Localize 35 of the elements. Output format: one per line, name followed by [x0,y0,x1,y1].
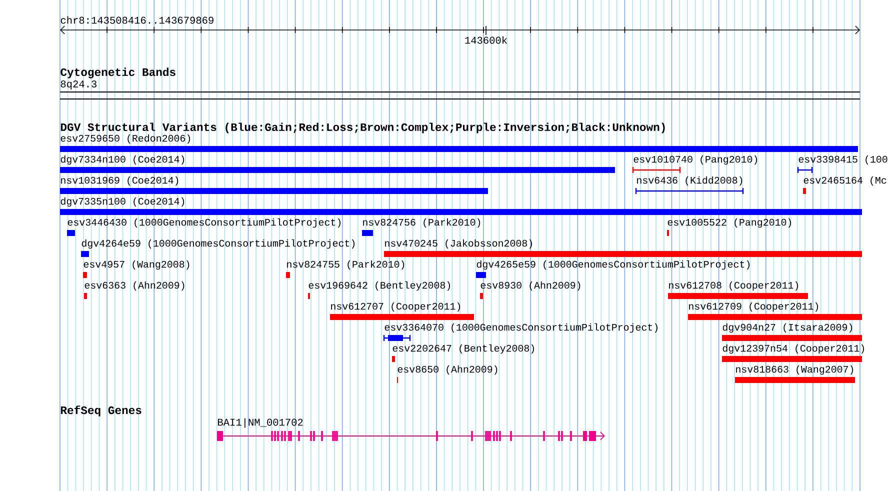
variant-label: dgv12397n54 (Cooper2011) [722,344,864,354]
variant-label: dgv4264e59 (1000GenomesConsortiumPilotProject) [82,239,354,249]
variant-label: esv1969642 (Bentley2008) [308,281,450,291]
track-heading: Cytogenetic Bands [60,68,176,78]
variant-label: dgv7335n100 (Coe2014) [60,197,184,207]
variant-label: nsv612709 (Cooper2011) [689,302,818,312]
variant-label: nsv1031969 (Coe2014) [61,176,178,186]
variant-label: esv2202647 (Bentley2008) [392,344,534,354]
track-heading: DGV Structural Variants (Blue:Gain;Red:Loss;Brown:Complex;Purple:Inversion;Black:Unknown) [60,122,665,134]
variant-label: esv2759650 (Redon2006) [60,134,190,144]
track-label: 8q24.3 [60,80,96,90]
variant-label: esv8650 (Ahn2009) [398,365,498,375]
variant-label: dgv904n27 (Itsara2009) [722,323,852,333]
variant-label: esv8930 (Ahn2009) [480,281,580,291]
variant-label: nsv824755 (Park2010) [287,260,404,270]
variant-label: dgv7334n100 (Coe2014) [60,155,184,165]
variant-label: esv1005522 (Pang2010) [668,218,792,228]
variant-label: esv6363 (Ahn2009) [84,281,184,291]
track-label: chr8:143508416..143679869 [60,16,214,24]
track-heading: RefSeq Genes [60,406,142,416]
variant-label: esv3364070 (1000GenomesConsortiumPilotProject) [384,323,658,333]
variant-label: dgv4265e59 (1000GenomesConsortiumPilotProject) [476,260,750,270]
variant-label: nsv612708 (Cooper2011) [669,281,798,291]
variant-label: nsv824756 (Park2010) [363,218,480,228]
track-label: BAI1|NM_001702 [218,418,303,428]
variant-label: nsv6436 (Kidd2008) [637,176,742,186]
variant-label: nsv818663 (Wang2007) [736,365,854,375]
variant-label: nsv612707 (Cooper2011) [331,302,460,312]
variant-label: nsv470245 (Jakobsson2008) [385,239,532,249]
variant-label: esv3446430 (1000GenomesConsortiumPilotProject) [68,218,340,228]
tick-label: 143600k [465,36,508,44]
variant-label: esv1010740 (Pang2010) [634,155,758,165]
variant-label: esv2465164 (Mc [804,176,886,186]
variant-label: esv4957 (Wang2008) [84,260,190,270]
variant-label: esv3398415 (100 [798,155,888,165]
